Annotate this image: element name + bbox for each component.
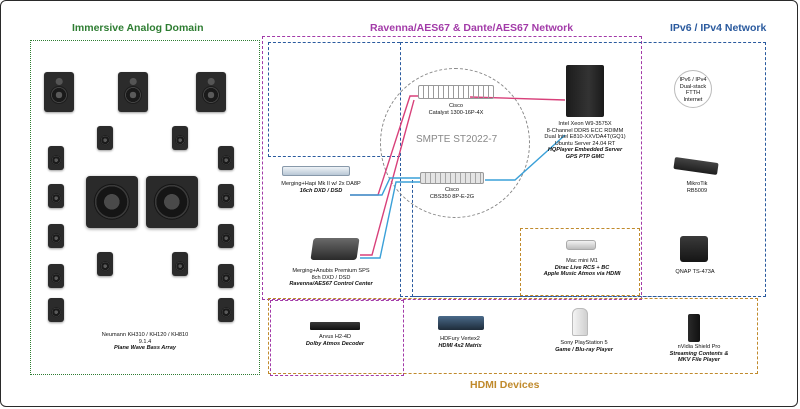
nas-icon xyxy=(680,236,708,262)
shield-label: nVidia Shield Pro Streaming Contents & M… xyxy=(669,344,729,364)
ip-region-title: IPv6 / IPv4 Network xyxy=(670,22,767,34)
anubis-label: Merging+Anubis Premium SPS 8ch DXD / DSD… xyxy=(289,268,373,288)
speaker-icon xyxy=(48,298,64,322)
hdmi-matrix-icon xyxy=(438,316,484,330)
audio-interface-icon xyxy=(282,166,350,176)
hdmi-region-mac xyxy=(520,228,640,296)
speaker-icon xyxy=(118,72,148,112)
speaker-icon xyxy=(172,252,188,276)
media-player-icon xyxy=(688,314,700,342)
ravenna-region xyxy=(262,36,642,300)
server-tower-icon xyxy=(566,65,604,117)
hapi-label: Merging+Hapi Mk II w/ 2x DA8P 16ch DXD /… xyxy=(281,181,361,194)
subwoofer-icon xyxy=(86,176,138,228)
internet-label: IPv6 / IPv4 Dual-stack FTTH Internet xyxy=(679,77,707,103)
network-switch-icon xyxy=(420,172,484,184)
speaker-array-label: Neumann KH310 / KH120 / KH810 9.1.4 Plan… xyxy=(101,332,189,352)
analog-region-title: Immersive Analog Domain xyxy=(72,22,204,34)
decoder-icon xyxy=(310,322,360,330)
mikrotik-label: MikroTik RB5009 xyxy=(686,181,708,194)
switch-catalyst-label: Cisco Catalyst 1300-16P-4X xyxy=(428,103,484,116)
hdmi-region-title: HDMI Devices xyxy=(470,379,540,391)
wire-secondary-hapi xyxy=(350,177,420,196)
speaker-icon xyxy=(218,184,234,208)
speaker-icon xyxy=(97,126,113,150)
game-console-icon xyxy=(572,308,588,336)
speaker-icon xyxy=(48,146,64,170)
mac-mini-icon xyxy=(566,240,596,250)
analog-region xyxy=(30,40,260,375)
speaker-icon xyxy=(218,298,234,322)
speaker-icon xyxy=(48,224,64,248)
speaker-icon xyxy=(172,126,188,150)
speaker-icon xyxy=(48,264,64,288)
ip-region-bottom xyxy=(412,180,766,297)
speaker-icon xyxy=(196,72,226,112)
wire-secondary-anubis xyxy=(360,181,420,259)
ps5-label: Sony PlayStation 5 Game / Blu-ray Player xyxy=(555,340,613,353)
speaker-icon xyxy=(44,72,74,112)
switch-cbs350-label: Cisco CBS350 8P-E-2G xyxy=(429,187,475,200)
subwoofer-icon xyxy=(146,176,198,228)
arvus-label: Arvus H2-4D Dolby Atmos Decoder xyxy=(305,334,365,347)
smpte-label: SMPTE ST2022-7 xyxy=(416,134,498,145)
speaker-icon xyxy=(218,264,234,288)
speaker-icon xyxy=(97,252,113,276)
speaker-icon xyxy=(218,146,234,170)
speaker-icon xyxy=(218,224,234,248)
wire-primary-anubis xyxy=(360,99,415,256)
ip-region-left xyxy=(268,42,400,157)
hdmi-region-main xyxy=(268,298,758,374)
speaker-icon xyxy=(48,184,64,208)
smpte-ring xyxy=(380,68,530,218)
server-label: Intel Xeon W9-3575X 8-Channel DDR5 ECC R… xyxy=(544,121,626,160)
wire-secondary-server xyxy=(485,134,566,181)
mac-mini-label: Mac mini M1 Dirac Live RCS + BC Apple Mu… xyxy=(543,258,621,278)
router-icon xyxy=(674,70,712,108)
audio-interface-icon xyxy=(310,238,360,260)
network-switch-icon xyxy=(418,85,494,99)
ravenna-region-title: Ravenna/AES67 & Dante/AES67 Network xyxy=(370,22,574,34)
ravenna-region-lower xyxy=(270,300,404,376)
hdfury-label: HDFury Vertex2 HDMI 4x2 Matrix xyxy=(438,336,482,349)
qnap-label: QNAP TS-473A xyxy=(675,269,715,275)
